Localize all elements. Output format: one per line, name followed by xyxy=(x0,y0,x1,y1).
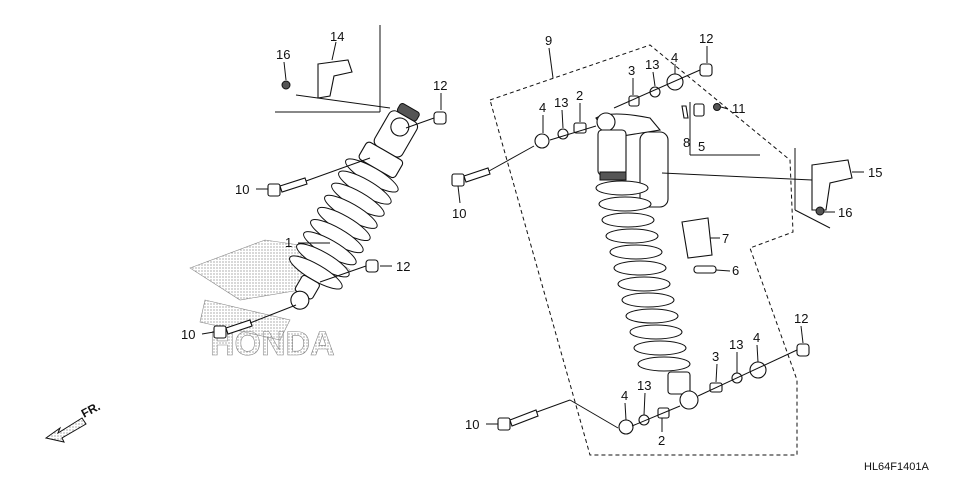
callout-2: 2 xyxy=(576,88,583,103)
part-5-8-11-hardware xyxy=(681,103,721,119)
part-7-label xyxy=(681,217,713,259)
upper-hardware-stack xyxy=(451,63,713,187)
callout-12: 12 xyxy=(699,31,713,46)
part-12-nut-upper-left xyxy=(433,111,447,125)
callout-8: 8 xyxy=(683,135,690,150)
callout-10: 10 xyxy=(181,327,195,342)
callout-4: 4 xyxy=(621,388,628,403)
callout-9: 9 xyxy=(545,33,552,48)
callout-12: 12 xyxy=(794,311,808,326)
callout-13: 13 xyxy=(645,57,659,72)
callout-10: 10 xyxy=(465,417,479,432)
callout-7: 7 xyxy=(722,231,729,246)
part-16-screw-right xyxy=(815,206,825,216)
diagram-code: HL64F1401A xyxy=(864,461,929,473)
part-16-screw-left xyxy=(281,80,291,90)
callout-12: 12 xyxy=(396,259,410,274)
callout-11: 11 xyxy=(732,101,746,116)
callout-4: 4 xyxy=(753,330,760,345)
part-6-ring xyxy=(693,265,717,274)
callout-13: 13 xyxy=(554,95,568,110)
front-direction-arrow: FR. xyxy=(44,399,103,443)
part-10-bolt-upper-left xyxy=(267,177,308,197)
watermark-text: HONDA xyxy=(210,325,335,363)
callout-4: 4 xyxy=(539,100,546,115)
callout-12: 12 xyxy=(433,78,447,93)
callout-6: 6 xyxy=(732,263,739,278)
callout-3: 3 xyxy=(712,349,719,364)
callout-4: 4 xyxy=(671,50,678,65)
left-shock-assembly xyxy=(213,25,447,339)
callout-1: 1 xyxy=(285,235,292,250)
callout-13: 13 xyxy=(637,378,651,393)
callout-2: 2 xyxy=(658,433,665,448)
callout-labels: 16 14 12 10 1 12 10 9 3 13 4 12 4 13 2 1… xyxy=(181,29,882,448)
callout-10: 10 xyxy=(452,206,466,221)
callout-3: 3 xyxy=(628,63,635,78)
callout-5: 5 xyxy=(698,139,705,154)
callout-13: 13 xyxy=(729,337,743,352)
right-shock-assembly xyxy=(451,63,853,435)
callout-15: 15 xyxy=(868,165,882,180)
direction-label: FR. xyxy=(79,399,103,420)
callout-16: 16 xyxy=(838,205,852,220)
leader-lines xyxy=(201,41,864,432)
assembly-outline xyxy=(489,44,798,456)
part-14-bracket xyxy=(317,59,353,99)
callout-10: 10 xyxy=(235,182,249,197)
part-15-bracket xyxy=(811,159,853,211)
callout-14: 14 xyxy=(330,29,344,44)
callout-16: 16 xyxy=(276,47,290,62)
part-12-nut-lower-left xyxy=(365,259,379,273)
lower-hardware-stack xyxy=(497,343,810,435)
